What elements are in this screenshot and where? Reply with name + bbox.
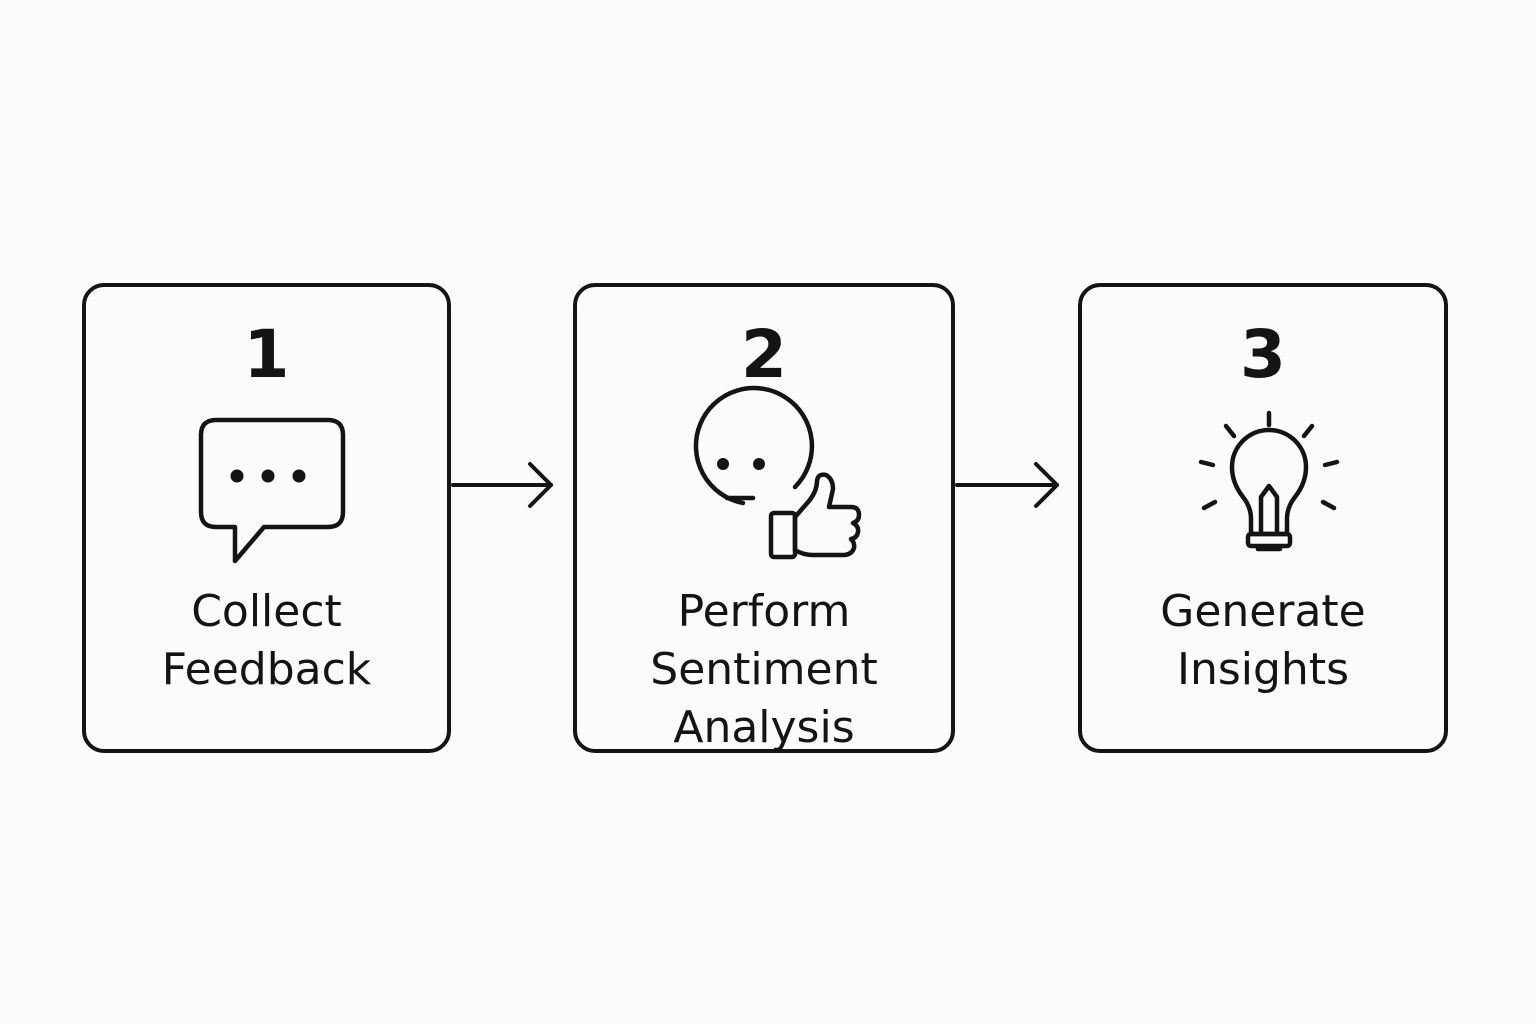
step-label-line: Sentiment	[650, 644, 878, 695]
step-sentiment-analysis: 2 Perform Sentiment Analysis	[573, 283, 955, 753]
step-label-line: Generate	[1160, 586, 1366, 637]
step-label-line: Perform	[677, 586, 851, 637]
chat-bubble-icon	[198, 417, 346, 564]
step-label: Generate Insights	[1082, 583, 1444, 699]
step-label-line: Feedback	[161, 644, 372, 695]
step-label: Perform Sentiment Analysis	[577, 583, 951, 757]
step-generate-insights: 3 Generate Insights	[1078, 283, 1448, 753]
lightbulb-icon	[1198, 410, 1340, 552]
right-arrow-icon	[451, 462, 553, 508]
step-label-line: Collect	[191, 586, 342, 637]
neutral-face-thumbs-up-icon	[693, 385, 862, 560]
step-number: 3	[1240, 316, 1286, 393]
step-collect-feedback: 1 Collect Feedback	[82, 283, 451, 753]
step-label-line: Insights	[1176, 644, 1349, 695]
step-label: Collect Feedback	[86, 583, 447, 699]
step-label-line: Analysis	[673, 702, 855, 753]
step-number: 2	[741, 316, 787, 393]
step-number: 1	[243, 316, 290, 393]
right-arrow-icon	[955, 462, 1059, 508]
